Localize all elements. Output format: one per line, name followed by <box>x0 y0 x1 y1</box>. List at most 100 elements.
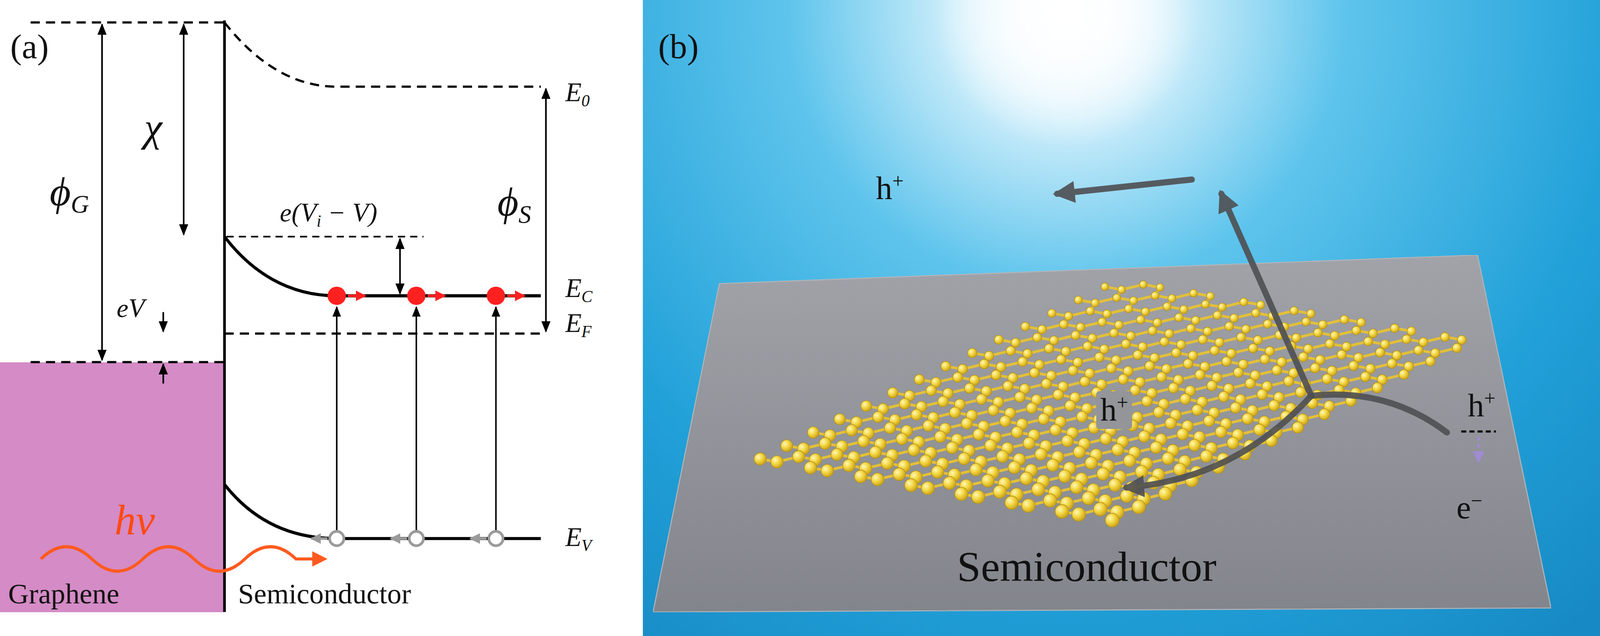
carbon-atom <box>1206 292 1215 301</box>
base-part: E <box>565 273 582 303</box>
carbon-atom <box>819 437 831 450</box>
carbon-atom <box>993 485 1007 499</box>
energy-symbol: e(Vi − V) <box>279 197 378 231</box>
carbon-atom <box>904 479 918 493</box>
carbon-atom <box>1081 491 1095 505</box>
carbon-atom <box>1070 480 1084 494</box>
bias-arrow <box>162 364 165 384</box>
electron <box>407 286 426 306</box>
level-name: E0 <box>565 76 590 111</box>
carbon-atom <box>1034 448 1047 461</box>
carbon-atom <box>834 413 846 425</box>
carbon-atom <box>1002 381 1014 392</box>
carbon-atom <box>919 454 932 467</box>
carbon-atom <box>1263 320 1273 329</box>
carbon-atom <box>1099 344 1109 355</box>
carbon-atom <box>1111 444 1124 457</box>
carrier-symbol: h+ <box>1467 387 1496 425</box>
carbon-atom <box>1093 502 1107 516</box>
carbon-atom <box>1071 507 1086 522</box>
carbon-atom <box>1138 431 1150 443</box>
base-part: E <box>565 308 582 338</box>
carbon-atom <box>1021 322 1030 332</box>
carbon-atom <box>1037 325 1047 334</box>
hole-drift-arrow <box>390 537 408 541</box>
carbon-atom <box>987 404 999 416</box>
material-name: Semiconductor <box>237 577 411 611</box>
label-anchor: eV <box>0 0 28 31</box>
carbon-atom <box>1440 332 1450 342</box>
carbon-atom <box>1174 313 1183 322</box>
energy-symbol: eV <box>116 292 145 324</box>
carbon-atom <box>1147 326 1157 336</box>
carbon-atom <box>1008 461 1021 474</box>
carbon-atom <box>1164 329 1174 339</box>
carbon-atom <box>1129 296 1138 305</box>
carbon-atom <box>1032 333 1042 342</box>
carbon-atom <box>1102 309 1112 319</box>
carrier-symbol: e− <box>1456 489 1483 528</box>
carbon-atom <box>1230 402 1241 414</box>
carbon-atom <box>1173 463 1187 476</box>
carbon-atom <box>860 400 872 412</box>
carbon-atom <box>1213 311 1222 320</box>
carbon-atom <box>1049 335 1059 345</box>
carbon-atom <box>872 411 884 423</box>
carbon-atom <box>1010 338 1021 348</box>
carbon-atom <box>1168 294 1176 303</box>
level-name: EF <box>565 307 592 342</box>
carbon-atom <box>1019 472 1033 485</box>
carbon-atom <box>1120 489 1134 503</box>
carbon-atom <box>1055 504 1069 519</box>
carbon-atom <box>1241 324 1251 334</box>
carbon-atom <box>1245 378 1256 389</box>
script-part: S <box>518 200 532 229</box>
carbon-atom <box>887 387 898 398</box>
sun-glow <box>933 0 1200 147</box>
carbon-atom <box>1318 320 1328 330</box>
carbon-atom <box>1153 318 1162 327</box>
carbon-atom <box>1221 356 1232 367</box>
panel-letter: (a) <box>10 27 49 68</box>
carbon-atom <box>1064 312 1073 321</box>
hole-path <box>1311 394 1447 433</box>
carbon-atom <box>1096 467 1110 481</box>
trap-level <box>1461 430 1496 433</box>
carbon-atom <box>1100 283 1109 291</box>
script-part: V <box>581 536 592 556</box>
carbon-atom <box>1176 340 1186 350</box>
carbon-atom <box>931 466 944 479</box>
carbon-atom <box>1144 361 1155 371</box>
base-part: E <box>565 77 582 107</box>
base-part: h <box>1467 387 1485 424</box>
carbon-atom <box>949 407 961 419</box>
carbon-atom <box>940 361 951 372</box>
carbon-atom <box>934 431 947 443</box>
carbon-atom <box>871 473 884 486</box>
layer-name: Graphene <box>8 577 120 611</box>
carbon-atom <box>1368 328 1378 338</box>
carbon-atom <box>1356 318 1366 327</box>
carbon-atom <box>969 463 983 477</box>
carbon-atom <box>1106 363 1117 374</box>
carbon-atom <box>1043 493 1058 508</box>
layer-name: Semiconductor <box>957 542 1217 592</box>
carbon-atom <box>1380 340 1390 350</box>
hole <box>488 531 504 547</box>
conduction-band <box>224 236 541 297</box>
carbon-atom <box>1085 457 1098 470</box>
carbon-atom <box>857 435 870 448</box>
carbon-atom <box>1390 323 1400 333</box>
base-part: e <box>1456 489 1471 526</box>
electron <box>327 286 346 306</box>
carbon-atom <box>1158 487 1172 501</box>
carbon-atom <box>1419 337 1429 348</box>
carbon-atom <box>1004 496 1019 510</box>
carbon-atom <box>1079 376 1091 387</box>
script-part: F <box>581 322 592 341</box>
carbon-atom <box>1064 400 1076 412</box>
carbon-atom <box>1156 372 1167 383</box>
carbon-atom <box>921 481 935 495</box>
energy-symbol: ϕG <box>49 168 90 220</box>
carbon-atom <box>1141 307 1150 316</box>
